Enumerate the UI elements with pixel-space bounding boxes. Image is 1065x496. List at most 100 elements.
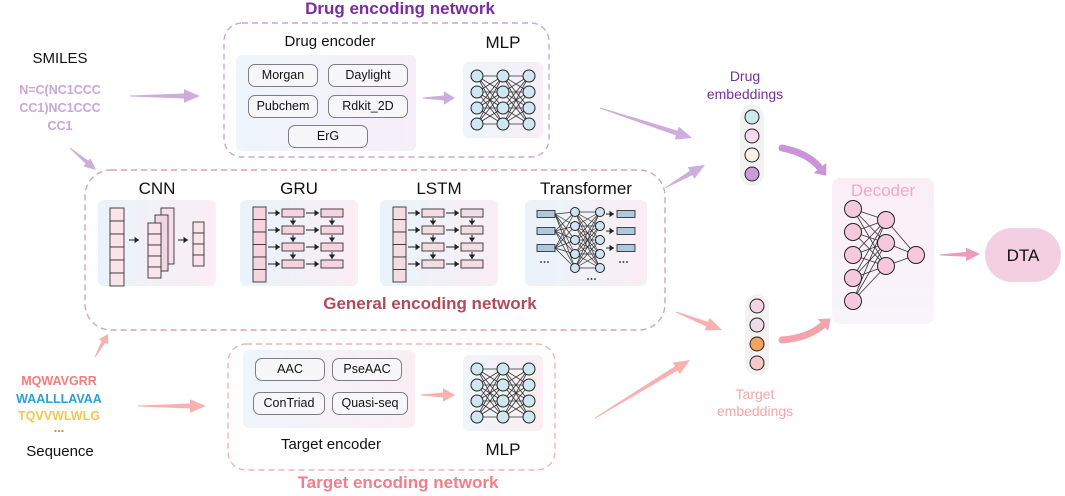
network-edge <box>502 75 530 109</box>
ellipsis-dot <box>622 261 625 263</box>
target-feature-chip: PseAAC <box>332 358 402 381</box>
input-cell <box>392 256 407 270</box>
cnn-arrow-head <box>183 236 188 244</box>
rnn-arrow-head <box>275 243 280 251</box>
ellipsis-dot <box>543 261 546 263</box>
rnn-arrow-head <box>275 260 280 268</box>
smiles-heading: SMILES <box>32 50 88 67</box>
network-node <box>522 117 536 131</box>
input-cell <box>252 244 267 258</box>
sequence-line: MQWAVGRR <box>21 374 97 388</box>
attention-node <box>570 221 580 231</box>
drug-embedding-vector <box>740 105 764 186</box>
output-arrow-head <box>609 227 614 235</box>
general-to-drug-embedding-arrow <box>664 165 705 189</box>
rnn-arrow-head <box>415 226 420 234</box>
drug-embedding-element <box>744 166 760 182</box>
input-cell <box>252 269 267 283</box>
rnn-arrow-head <box>415 209 420 217</box>
cnn-label: CNN <box>138 179 176 198</box>
sequence-heading: Sequence <box>26 443 94 460</box>
attention-node <box>595 249 605 259</box>
network-node <box>522 394 536 408</box>
ellipsis-dot <box>587 278 589 280</box>
target-mlp-label: MLP <box>485 440 521 459</box>
hidden-cell <box>320 225 344 235</box>
attention-node <box>595 221 605 231</box>
input-cell <box>392 244 407 258</box>
decoder-node <box>844 246 862 264</box>
drug-feature-chip: Daylight <box>328 64 408 87</box>
network-edge <box>476 368 504 418</box>
network-edge <box>852 242 887 302</box>
feature-cell <box>147 222 162 235</box>
network-node <box>522 69 536 83</box>
input-cell <box>109 233 125 248</box>
target-embedding-element <box>749 317 765 333</box>
input-cell <box>109 246 125 261</box>
hidden-cell <box>421 242 445 252</box>
network-edge <box>476 75 504 109</box>
decoder-node <box>877 257 895 275</box>
network-edge <box>502 91 530 125</box>
decoder-label: Decoder <box>850 181 916 200</box>
ellipsis-dot <box>540 261 542 263</box>
feature-cell <box>147 244 162 257</box>
network-node <box>470 117 484 131</box>
hidden-cell <box>421 259 445 269</box>
network-edge <box>476 384 504 418</box>
network-node <box>496 117 510 131</box>
drug-embedding-element <box>744 109 760 125</box>
hidden-cell <box>320 242 344 252</box>
network-edge <box>476 75 504 125</box>
input-cell <box>392 269 407 283</box>
hidden-cell <box>460 225 484 235</box>
drug-feature-chip: Pubchem <box>248 95 318 118</box>
dta-output: DTA <box>985 228 1061 282</box>
general-encoding-network-title: General encoding network <box>323 294 537 313</box>
sequence-line: WAALLLAVAA <box>16 392 102 406</box>
input-cell <box>392 206 407 220</box>
target-encoding-network-title: Target encoding network <box>297 473 499 492</box>
target-embedding-vector <box>745 294 769 375</box>
network-edge <box>502 75 530 125</box>
target-encoder-to-mlp-arrow <box>421 388 455 402</box>
decoder-node <box>844 200 862 218</box>
target-embedding-capsule <box>745 294 769 375</box>
sequence-line: TQVVWLWLG <box>18 409 100 423</box>
network-edge <box>852 219 887 302</box>
rnn-arrow-head <box>454 209 459 217</box>
network-node <box>470 394 484 408</box>
ellipsis-dot <box>594 278 596 280</box>
attention-edge <box>574 239 601 269</box>
target-embedding-to-decoder-arrow-head <box>817 318 831 332</box>
rnn-arrow-head <box>275 226 280 234</box>
ellipsis-dot <box>547 261 549 263</box>
output-cell <box>616 227 636 235</box>
attention-edge <box>574 211 601 269</box>
decoder-to-dta-arrow <box>940 247 980 262</box>
target-mlp-panel <box>463 355 543 431</box>
drug-feature-chip: ErG <box>288 125 368 148</box>
flow-arrows <box>69 89 980 419</box>
rnn-arrow-head <box>468 254 476 259</box>
rnn-arrow-head <box>468 220 476 225</box>
output-cell <box>616 244 636 252</box>
rnn-arrow-head <box>314 209 319 217</box>
network-node <box>522 362 536 376</box>
attention-node <box>595 207 605 217</box>
rnn-arrow-head <box>314 260 319 268</box>
smiles-line: N=C(NC1CCC <box>19 83 101 97</box>
output-cell <box>192 254 205 267</box>
hidden-cell <box>460 208 484 218</box>
rnn-arrow-head <box>454 226 459 234</box>
network-node <box>496 85 510 99</box>
decoder-node <box>844 292 862 310</box>
sequence-to-general-arrow <box>94 334 109 358</box>
input-cell <box>252 231 267 245</box>
rnn-arrow-head <box>289 220 297 225</box>
input-cell <box>392 219 407 233</box>
drug-embedding-capsule <box>740 105 764 186</box>
rnn-arrow-head <box>314 226 319 234</box>
hidden-cell <box>281 208 305 218</box>
